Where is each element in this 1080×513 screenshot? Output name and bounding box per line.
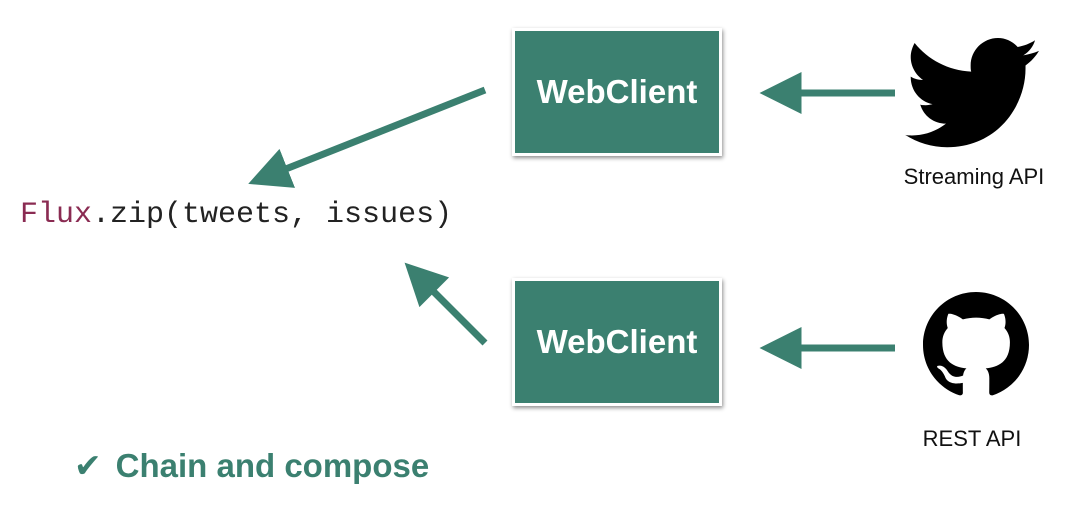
flux-class-name: Flux — [20, 198, 93, 232]
arrow-webclient-to-zip-bottom — [404, 262, 488, 346]
check-icon: ✔ — [74, 446, 102, 485]
twitter-bird-icon — [905, 38, 1039, 148]
arrow-webclient-to-zip-top — [248, 86, 487, 188]
zip-expression: Flux.zip(tweets, issues) — [20, 198, 452, 232]
github-octocat-icon — [923, 292, 1029, 396]
webclient-box-top: WebClient — [512, 28, 722, 156]
footer-text: Chain and compose — [115, 447, 430, 484]
rest-api-label: REST API — [922, 426, 1022, 451]
streaming-api-label: Streaming API — [903, 164, 1045, 189]
footer-bullet: ✔ Chain and compose — [74, 446, 429, 485]
webclient-box-bottom: WebClient — [512, 278, 722, 406]
zip-call: .zip(tweets, issues) — [92, 198, 453, 232]
webclient-label: WebClient — [536, 323, 698, 360]
webclient-label: WebClient — [536, 73, 698, 110]
